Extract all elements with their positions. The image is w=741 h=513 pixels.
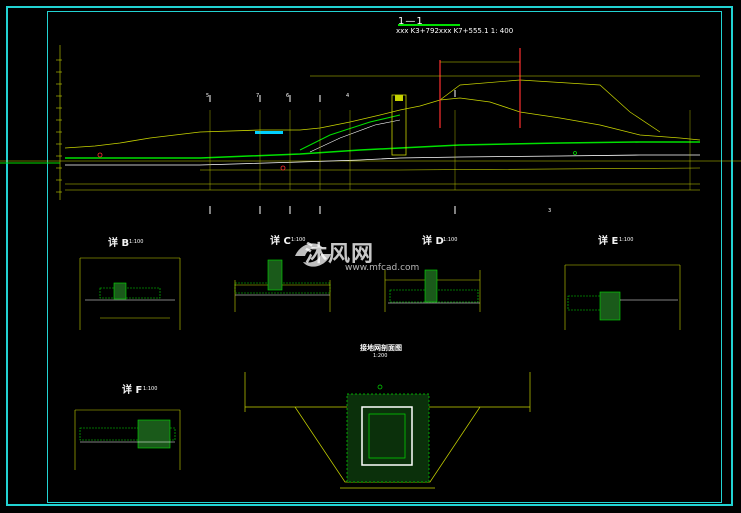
drawing-border-inner — [47, 11, 722, 503]
drawing-border-outer — [6, 6, 733, 506]
detail-e-drawing — [564, 264, 681, 330]
section-title: 接地网剖面图 — [360, 344, 402, 352]
section-cut-marks — [209, 90, 456, 214]
watermark-url: www.mfcad.com — [345, 263, 420, 273]
detail-e-title: 详 E — [598, 236, 619, 247]
section-scale: 1:200 — [373, 353, 388, 359]
detail-b-drawing — [79, 257, 181, 330]
detail-c-drawing — [234, 259, 331, 312]
detail-d-scale: 1:100 — [443, 237, 458, 243]
detail-e-scale: 1:100 — [619, 237, 634, 243]
profile-section — [64, 48, 701, 191]
detail-c-scale: 1:100 — [291, 237, 306, 243]
drawing-subtitle: xxx K3+792xxx K7+555.1 1: 400 — [396, 27, 514, 35]
elevation-ruler — [56, 45, 62, 200]
section-marker-5: 5 — [206, 93, 210, 99]
trench-section-drawing — [244, 372, 531, 489]
detail-d-drawing — [384, 269, 481, 312]
detail-b-title: 详 B — [108, 238, 130, 249]
detail-b-scale: 1:100 — [129, 239, 144, 245]
section-marker-7: 7 — [256, 93, 260, 99]
detail-c-title: 详 C — [270, 236, 291, 247]
detail-f-title: 详 F — [122, 385, 143, 396]
watermark-brand: 沐风网 — [305, 242, 375, 267]
drawing-title: 1—1 — [398, 16, 424, 27]
detail-d-title: 详 D — [422, 236, 444, 247]
section-marker-4: 4 — [346, 93, 350, 99]
detail-f-scale: 1:100 — [143, 386, 158, 392]
section-marker-6: 6 — [286, 93, 290, 99]
watermark-logo-icon — [295, 243, 331, 267]
detail-f-drawing — [74, 409, 181, 470]
section-marker-3: 3 — [548, 208, 552, 214]
